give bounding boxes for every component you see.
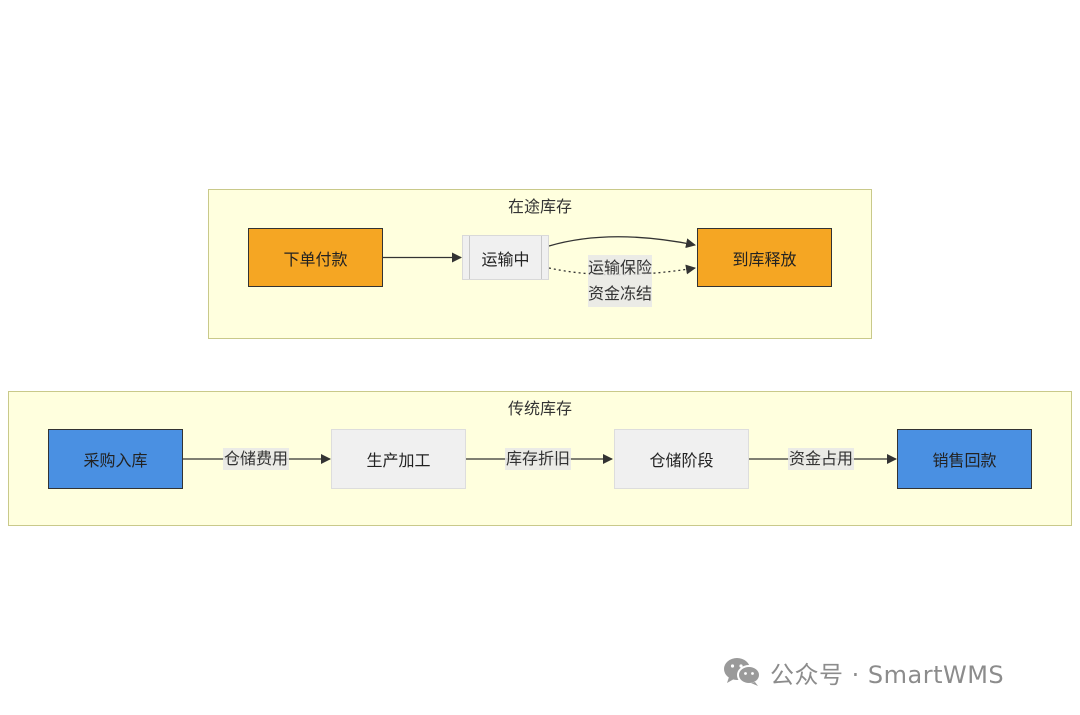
node-storage-stage: 仓储阶段 — [614, 429, 749, 489]
watermark-text: 公众号 · SmartWMS — [770, 660, 1005, 689]
edge-label-capital-freeze: 资金冻结 — [588, 281, 653, 307]
edge-label-capital-occupation: 资金占用 — [788, 448, 855, 470]
node-arrival-release: 到库释放 — [697, 228, 832, 287]
edge-label-insurance-freeze: 运输保险 资金冻结 — [587, 255, 653, 307]
edge-label-transport-insurance: 运输保险 — [588, 255, 653, 281]
edge-label-storage-fee: 仓储费用 — [223, 448, 290, 470]
node-production: 生产加工 — [331, 429, 466, 489]
node-in-transit: 运输中 — [462, 235, 549, 280]
cluster-title-traditional: 传统库存 — [507, 399, 572, 418]
wechat-icon — [724, 658, 761, 686]
node-purchase-inbound: 采购入库 — [48, 429, 183, 489]
node-order-payment: 下单付款 — [248, 228, 383, 287]
watermark: 公众号 · SmartWMS — [722, 652, 1004, 692]
node-sales-collection: 销售回款 — [897, 429, 1032, 489]
edge-label-inventory-depreciation: 库存折旧 — [505, 448, 572, 470]
cluster-title-in-transit: 在途库存 — [507, 197, 572, 216]
edge-transit-to-arrival — [548, 236, 696, 249]
